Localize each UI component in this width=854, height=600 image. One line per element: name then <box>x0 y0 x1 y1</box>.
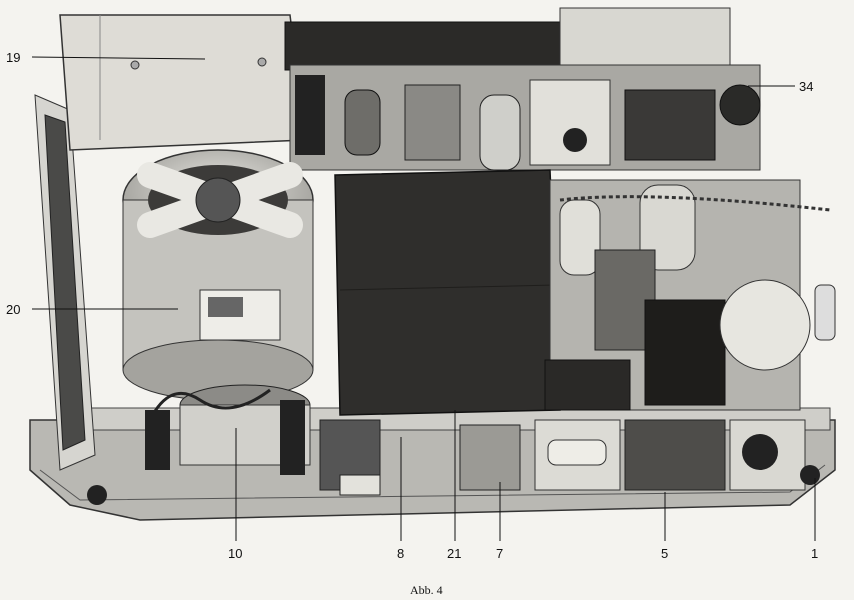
right-electronics <box>544 179 836 411</box>
top-cover-plate <box>59 14 306 151</box>
shield-box <box>334 169 561 416</box>
leader-19 <box>31 56 206 60</box>
transformer <box>624 84 761 161</box>
front-components <box>87 419 820 505</box>
part-labels: 19 34 20 10 8 21 7 5 1 <box>6 50 818 561</box>
label-20: 20 <box>6 302 20 317</box>
leader-lines <box>31 56 816 541</box>
label-19: 19 <box>6 50 20 65</box>
label-34: 34 <box>799 79 813 94</box>
label-5: 5 <box>661 546 668 561</box>
label-10: 10 <box>228 546 242 561</box>
figure-caption: Abb. 4 <box>410 583 443 597</box>
lower-motor <box>145 384 311 475</box>
label-21: 21 <box>447 546 461 561</box>
vacuum-tubes <box>344 79 611 171</box>
tape-reel-motor <box>122 149 314 401</box>
label-8: 8 <box>397 546 404 561</box>
label-1: 1 <box>811 546 818 561</box>
label-7: 7 <box>496 546 503 561</box>
left-side-panel <box>34 94 96 471</box>
